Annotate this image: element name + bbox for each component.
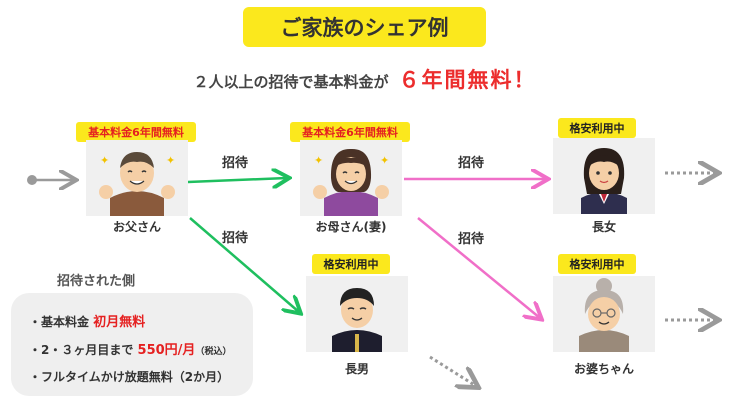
svg-text:✦: ✦ <box>166 154 175 167</box>
invite-label-2: 招待 <box>222 231 249 246</box>
continue-arrow-son <box>429 355 476 386</box>
name-daughter: 長女 <box>591 220 616 234</box>
son-illustration <box>332 288 382 352</box>
invited-side-title: 招待された側 <box>57 274 136 289</box>
subtitle-highlight: ６年間無料！ <box>398 68 537 92</box>
invite-label-4: 招待 <box>458 232 485 247</box>
info-line-3: ・フルタイムかけ放題無料（2か月） <box>29 370 230 384</box>
invite-label-3: 招待 <box>458 156 485 171</box>
page-title: ご家族のシェア例 <box>280 16 449 40</box>
name-grandma: お婆ちゃん <box>573 362 634 376</box>
card-daughter <box>553 138 655 214</box>
info-line-1-highlight: 初月無料 <box>93 315 146 330</box>
badge-daughter: 格安利用中 <box>558 118 636 138</box>
mother-illustration: ✦ ✦ <box>313 148 389 216</box>
name-mother: お母さん(妻) <box>315 220 387 234</box>
arrow-father-to-son <box>189 217 299 312</box>
subtitle-lead: ２人以上の招待で基本料金が <box>193 73 389 91</box>
entry-arrow <box>27 175 74 185</box>
arrow-father-to-mother <box>187 178 287 182</box>
info-line-2-tax: （税込） <box>195 347 232 357</box>
badge-son: 格安利用中 <box>312 254 390 274</box>
card-grandma <box>553 276 655 352</box>
title-banner: ご家族のシェア例 <box>243 7 486 47</box>
arrow-mother-to-grandma <box>417 217 540 318</box>
name-father: お父さん <box>112 220 161 234</box>
badge-mother: 基本料金6年間無料 <box>290 122 410 142</box>
invited-info-box: ・基本料金 初月無料 ・2・３ヶ月目まで 550円/月（税込） ・フルタイムかけ… <box>11 293 253 396</box>
svg-text:✦: ✦ <box>314 154 323 167</box>
invite-label-1: 招待 <box>222 156 249 171</box>
info-line-2: ・2・３ヶ月目まで 550円/月（税込） <box>29 343 232 358</box>
svg-text:✦: ✦ <box>100 154 109 167</box>
subtitle: ２人以上の招待で基本料金が ６年間無料！ <box>0 64 730 94</box>
card-mother: ✦ ✦ <box>300 140 402 216</box>
info-line-2-highlight: 550円/月 <box>137 343 196 358</box>
card-father: ✦ ✦ <box>86 140 188 216</box>
name-son: 長男 <box>344 362 369 376</box>
svg-text:✦: ✦ <box>380 154 389 167</box>
father-illustration: ✦ ✦ <box>99 152 175 216</box>
card-son <box>306 276 408 352</box>
badge-grandma: 格安利用中 <box>558 254 636 274</box>
badge-father: 基本料金6年間無料 <box>76 122 196 142</box>
grandma-illustration <box>579 278 629 352</box>
daughter-illustration <box>581 148 627 214</box>
info-line-1: ・基本料金 初月無料 <box>29 315 146 330</box>
